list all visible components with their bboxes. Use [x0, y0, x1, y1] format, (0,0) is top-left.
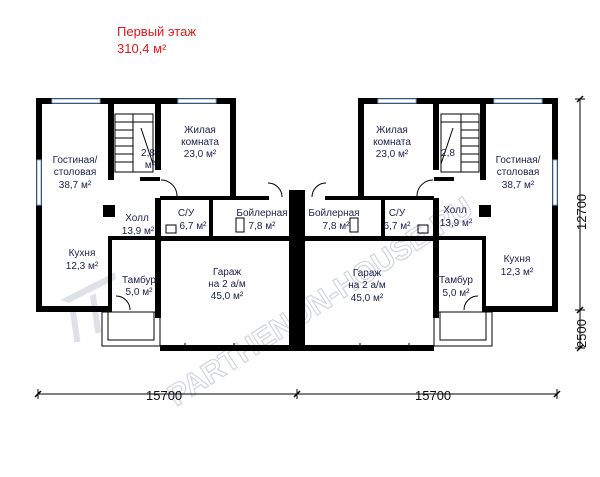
right-stairs	[440, 113, 480, 173]
left-boiler-area: 7,8 м²	[249, 221, 277, 232]
left-vestibule-area: 5,0 м²	[126, 287, 154, 298]
dimension-right-width: 15700	[415, 388, 451, 403]
dimension-left-width: 15700	[146, 388, 182, 403]
dimension-depth: 12700	[574, 194, 589, 230]
left-lounge-name: Гостиная/	[53, 155, 98, 166]
left-kitchen-name: Кухня	[69, 248, 96, 259]
right-bathroom-name: С/У	[389, 208, 406, 219]
left-living-room-area: 23,0 м²	[184, 149, 217, 160]
right-vestibule-name: Тамбур	[439, 274, 473, 286]
right-boiler-name: Бойлерная	[308, 208, 359, 219]
right-kitchen-area: 12,3 м²	[501, 267, 534, 278]
left-garage-area: 45,0 м²	[211, 291, 244, 302]
left-stairs-area-b: м²	[145, 160, 156, 171]
left-bathroom-area: 6,7 м²	[180, 221, 208, 232]
left-garage-name: Гараж	[213, 267, 242, 278]
right-hall-area: 13,9 м²	[440, 218, 473, 229]
right-bathroom-area: 6,7 м²	[384, 221, 412, 232]
left-hall-area: 13,9 м²	[122, 226, 155, 237]
right-unit	[295, 98, 558, 351]
right-lounge-area: 38,7 м²	[502, 180, 535, 191]
dimension-porch: 2500	[574, 319, 589, 348]
right-garage-name: Гараж	[353, 268, 382, 279]
right-vestibule-area: 5,0 м²	[443, 288, 471, 299]
left-living-room-name2: комната	[181, 137, 219, 148]
floor-title: Первый этаж	[117, 24, 197, 39]
floor-area: 310,4 м²	[117, 41, 167, 56]
right-lounge-name: Гостиная/	[496, 155, 541, 166]
right-stairs-area-a: 2,8	[441, 148, 455, 159]
left-vestibule-name: Тамбур	[122, 274, 156, 286]
left-lounge-name2: столовая	[54, 167, 97, 178]
right-living-room-name2: комната	[373, 137, 411, 148]
left-living-room-name: Жилая	[184, 125, 216, 136]
left-lounge-area: 38,7 м²	[59, 180, 92, 191]
right-living-room-name: Жилая	[376, 125, 408, 136]
right-boiler-area: 7,8 м²	[323, 221, 351, 232]
left-kitchen-area: 12,3 м²	[66, 261, 99, 272]
right-living-room-area: 23,0 м²	[376, 149, 409, 160]
left-hall-name: Холл	[125, 213, 149, 224]
left-unit	[36, 98, 299, 351]
right-hall-name: Холл	[443, 205, 467, 216]
left-garage-name2: на 2 а/м	[208, 279, 246, 290]
right-kitchen-name: Кухня	[504, 254, 531, 265]
right-garage-name2: на 2 а/м	[348, 280, 386, 291]
dimension-lines	[34, 95, 585, 399]
right-lounge-name2: столовая	[497, 167, 540, 178]
left-bathroom-name: С/У	[178, 208, 195, 219]
left-boiler-name: Бойлерная	[236, 208, 287, 219]
right-garage-area: 45,0 м²	[351, 293, 384, 304]
left-stairs	[114, 113, 154, 173]
left-stairs-area-a: 2,8	[141, 148, 155, 159]
